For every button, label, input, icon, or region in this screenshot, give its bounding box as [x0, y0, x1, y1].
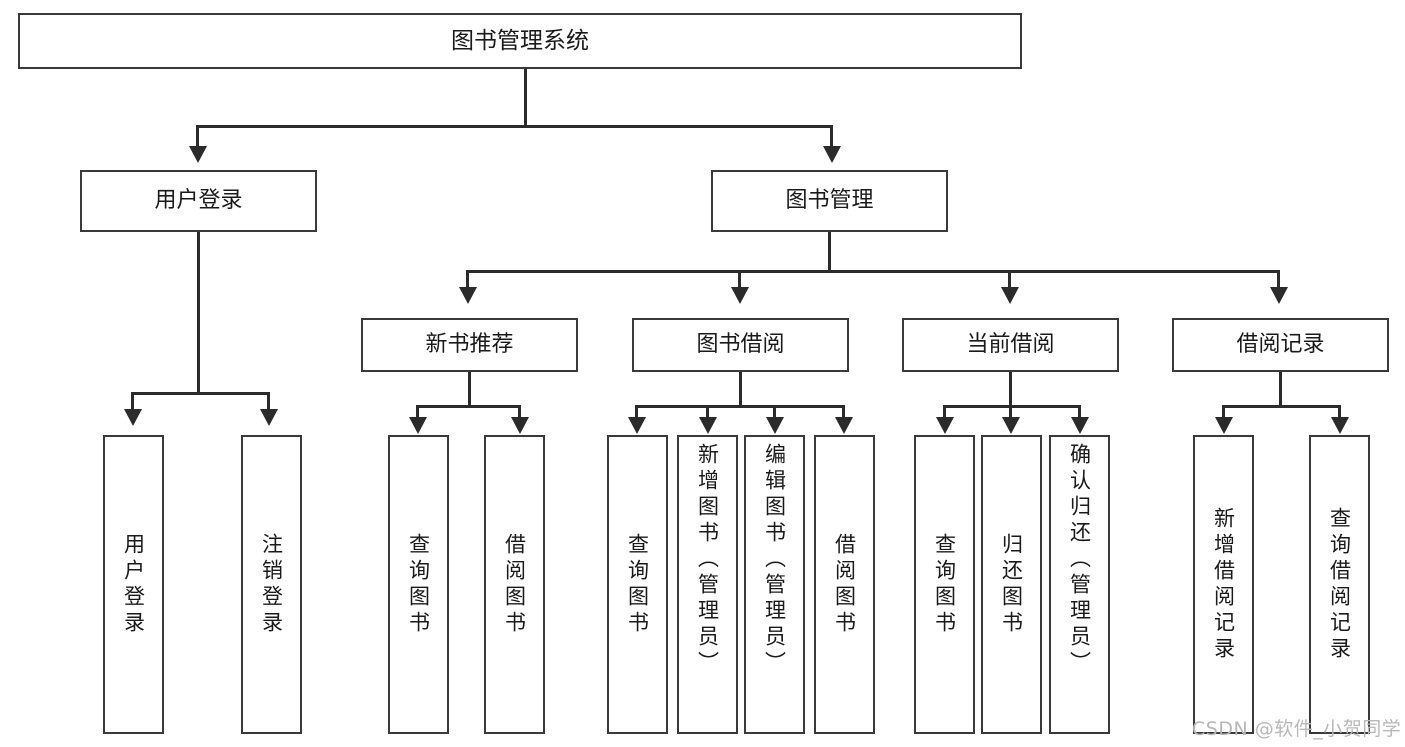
node-root-book-management-system[interactable]: 图书管理系统: [18, 13, 1022, 69]
leaf-label: 编辑图书（管理员）: [762, 443, 787, 677]
watermark-text: CSDN @软件_小贺同学: [1192, 718, 1402, 740]
connector-level3-bus: [466, 270, 1280, 273]
leaf-query-borrow-record[interactable]: 查询借阅记录: [1309, 435, 1370, 734]
node-label: 用户登录: [154, 188, 243, 213]
connector-level3-drop-3: [1008, 270, 1011, 289]
arrowhead-user-login-1: [124, 409, 142, 426]
leaf-user-login[interactable]: 用户登录: [103, 435, 164, 734]
arrowhead-to-new-book-recommend: [459, 287, 477, 304]
connector-root-stem: [524, 69, 527, 127]
arrowhead-book-borrow-4: [835, 417, 853, 434]
connector-user-login-drop-1: [131, 392, 134, 411]
connector-borrow-record-stem: [1279, 372, 1282, 407]
node-label: 新书推荐: [425, 332, 514, 357]
leaf-edit-book-admin[interactable]: 编辑图书（管理员）: [744, 435, 805, 734]
node-new-book-recommend[interactable]: 新书推荐: [361, 318, 578, 372]
arrowhead-book-borrow-3: [766, 417, 784, 434]
connector-level1-drop-right: [830, 125, 833, 148]
arrowhead-new-book-1: [409, 417, 427, 434]
arrowhead-to-book-borrow: [731, 287, 749, 304]
leaf-label: 借阅图书: [502, 532, 527, 637]
arrowhead-to-book-management: [823, 146, 841, 163]
connector-book-management-stem: [828, 232, 831, 272]
arrowhead-borrow-record-1: [1215, 417, 1233, 434]
leaf-query-book-recommend[interactable]: 查询图书: [388, 435, 449, 734]
leaf-label: 确认归还（管理员）: [1067, 443, 1092, 677]
node-borrow-record[interactable]: 借阅记录: [1172, 318, 1389, 372]
connector-borrow-record-bus: [1222, 405, 1341, 408]
node-label: 图书管理: [785, 188, 874, 213]
connector-current-borrow-drop-1: [943, 405, 946, 419]
arrowhead-book-borrow-2: [699, 417, 717, 434]
node-label: 图书管理系统: [451, 27, 589, 54]
leaf-label: 用户登录: [121, 532, 146, 637]
leaf-query-book-borrow[interactable]: 查询图书: [607, 435, 668, 734]
arrowhead-current-borrow-2: [1002, 417, 1020, 434]
connector-new-book-stem: [468, 372, 471, 407]
arrowhead-current-borrow-3: [1071, 417, 1089, 434]
leaf-borrow-book-recommend[interactable]: 借阅图书: [484, 435, 545, 734]
connector-book-borrow-drop-4: [842, 405, 845, 419]
connector-level3-drop-4: [1277, 270, 1280, 289]
node-label: 当前借阅: [966, 332, 1055, 357]
leaf-label: 查询图书: [932, 532, 957, 637]
connector-book-borrow-bus: [635, 405, 845, 408]
arrowhead-user-login-2: [260, 409, 278, 426]
connector-user-login-stem: [197, 232, 200, 394]
arrowhead-book-borrow-1: [628, 417, 646, 434]
leaf-return-book[interactable]: 归还图书: [981, 435, 1042, 734]
arrowhead-to-borrow-record: [1270, 287, 1288, 304]
arrowhead-borrow-record-2: [1331, 417, 1349, 434]
leaf-label: 查询图书: [406, 532, 431, 637]
connector-level3-drop-2: [738, 270, 741, 289]
connector-new-book-bus: [416, 405, 521, 408]
leaf-label: 注销登录: [259, 532, 284, 637]
arrowhead-to-current-borrow: [1001, 287, 1019, 304]
connector-book-borrow-drop-3: [773, 405, 776, 419]
leaf-label: 借阅图书: [832, 532, 857, 637]
connector-current-borrow-stem: [1009, 372, 1012, 407]
connector-book-borrow-stem: [739, 372, 742, 407]
node-label: 借阅记录: [1236, 332, 1325, 357]
node-book-management[interactable]: 图书管理: [711, 170, 948, 232]
connector-current-borrow-drop-3: [1078, 405, 1081, 419]
leaf-borrow-book[interactable]: 借阅图书: [814, 435, 875, 734]
connector-book-borrow-drop-1: [635, 405, 638, 419]
node-current-borrow[interactable]: 当前借阅: [902, 318, 1119, 372]
connector-current-borrow-bus: [943, 405, 1081, 408]
connector-current-borrow-drop-2: [1009, 405, 1012, 419]
connector-level1-drop-left: [196, 125, 199, 148]
leaf-label: 归还图书: [999, 532, 1024, 637]
connector-level3-drop-1: [466, 270, 469, 289]
leaf-add-book-admin[interactable]: 新增图书（管理员）: [677, 435, 738, 734]
node-book-borrow[interactable]: 图书借阅: [632, 318, 849, 372]
connector-book-borrow-drop-2: [706, 405, 709, 419]
node-user-login[interactable]: 用户登录: [80, 170, 317, 232]
leaf-query-book-current[interactable]: 查询图书: [914, 435, 975, 734]
leaf-label: 新增图书（管理员）: [695, 443, 720, 677]
arrowhead-to-user-login: [189, 146, 207, 163]
arrowhead-current-borrow-1: [936, 417, 954, 434]
connector-new-book-drop-2: [518, 405, 521, 419]
leaf-label: 新增借阅记录: [1211, 506, 1236, 663]
leaf-confirm-return-admin[interactable]: 确认归还（管理员）: [1049, 435, 1110, 734]
leaf-label: 查询图书: [625, 532, 650, 637]
connector-level1-bus: [196, 125, 833, 128]
leaf-add-borrow-record[interactable]: 新增借阅记录: [1193, 435, 1254, 734]
leaf-logout[interactable]: 注销登录: [241, 435, 302, 734]
connector-borrow-record-drop-2: [1338, 405, 1341, 419]
arrowhead-new-book-2: [511, 417, 529, 434]
node-label: 图书借阅: [696, 332, 785, 357]
connector-user-login-drop-2: [267, 392, 270, 411]
connector-new-book-drop-1: [416, 405, 419, 419]
connector-borrow-record-drop-1: [1222, 405, 1225, 419]
connector-user-login-bus: [131, 392, 270, 395]
csdn-watermark: CSDN @软件_小贺同学: [1192, 714, 1401, 741]
leaf-label: 查询借阅记录: [1327, 506, 1352, 663]
